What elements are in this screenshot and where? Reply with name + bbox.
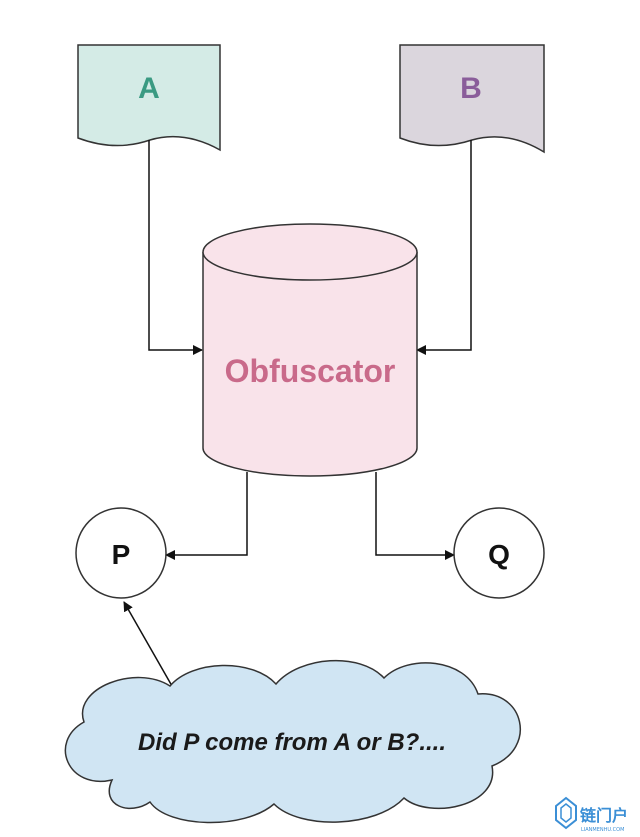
watermark-sub: LIANMENHU.COM: [581, 827, 624, 833]
cylinder-top: [202, 223, 418, 281]
node-p: P: [75, 507, 167, 599]
circle-q: [453, 507, 545, 599]
watermark-brand: 链门户: [580, 806, 628, 825]
document-b-shape: [399, 44, 545, 154]
node-a: A: [77, 44, 221, 152]
cylinder-body: [202, 252, 418, 477]
cloud-shape: [64, 659, 521, 824]
edge-obfuscator-to-p: [165, 472, 248, 560]
edge-obfuscator-to-q: [375, 472, 455, 560]
watermark-logo-icon: [555, 796, 577, 830]
node-obfuscator-label: Obfuscator: [225, 353, 396, 389]
node-question-cloud: Did P come from A or B?....: [64, 659, 521, 824]
node-q: Q: [453, 507, 545, 599]
node-p-label: P: [112, 539, 131, 570]
edge-a-to-obfuscator: [148, 140, 203, 355]
edge-question-to-p: [123, 601, 173, 687]
node-obfuscator: Obfuscator: [202, 223, 418, 477]
node-a-label: A: [138, 72, 160, 105]
node-b-label: B: [460, 72, 482, 105]
edge-b-to-obfuscator: [416, 140, 472, 355]
watermark: 链门户 LIANMENHU.COM: [555, 796, 628, 833]
circle-p: [75, 507, 167, 599]
question-text: Did P come from A or B?....: [138, 729, 446, 756]
node-b: B: [399, 44, 545, 154]
node-q-label: Q: [488, 539, 510, 570]
document-a-shape: [77, 44, 221, 152]
